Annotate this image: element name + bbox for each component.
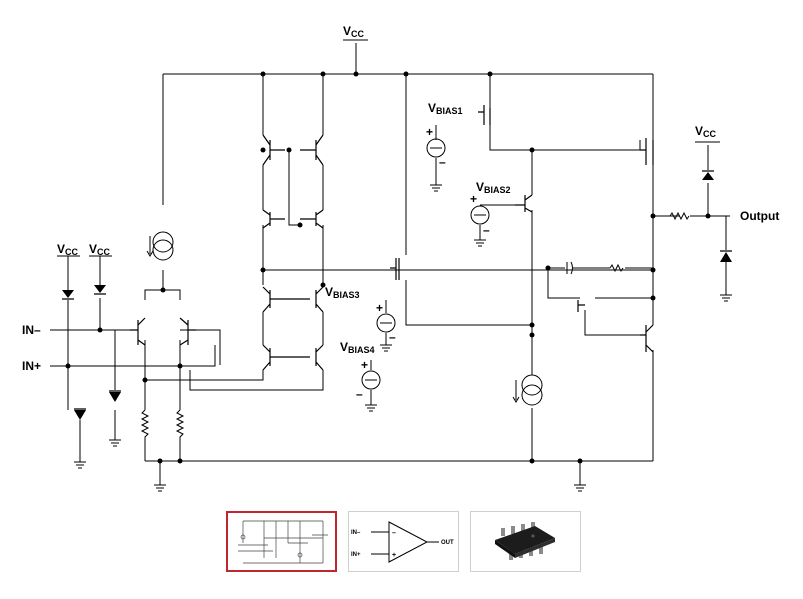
resistor-output bbox=[669, 211, 690, 221]
symbol-in-plus: IN+ bbox=[351, 552, 361, 558]
vbias2-label: VBIAS2 bbox=[476, 180, 511, 195]
vbias4-label: VBIAS4 bbox=[340, 340, 375, 355]
svg-text:+: + bbox=[392, 552, 396, 559]
vbias3-label: VBIAS3 bbox=[325, 285, 360, 300]
svg-text:–: – bbox=[392, 530, 396, 537]
diode-in-plus-gnd bbox=[109, 392, 121, 402]
diode-out-gnd bbox=[720, 252, 732, 262]
vbias2-minus: – bbox=[483, 223, 490, 237]
diode-in-minus-gnd bbox=[74, 410, 86, 420]
output-label: Output bbox=[740, 209, 779, 223]
chip-body bbox=[495, 526, 555, 554]
gnd-2 bbox=[109, 439, 121, 447]
gnd-5 bbox=[720, 294, 732, 302]
gnd-4 bbox=[574, 484, 586, 492]
diode-out-vcc bbox=[702, 172, 714, 180]
vcc-in1-label: VCC bbox=[57, 242, 79, 257]
capacitor-comp bbox=[566, 261, 573, 275]
vbias4-minus: – bbox=[356, 387, 363, 401]
vcc-in2-label: VCC bbox=[89, 242, 111, 257]
current-source-left bbox=[152, 231, 174, 253]
thumbnail-symbol[interactable]: IN– IN+ OUT – + bbox=[348, 511, 459, 572]
vbias2-source bbox=[470, 205, 490, 225]
diode-vcc-in1 bbox=[62, 290, 74, 298]
vbias1-minus: – bbox=[439, 155, 446, 169]
vcc-top-label: VCC bbox=[343, 24, 365, 39]
in-plus-label: IN+ bbox=[22, 359, 41, 373]
thumbnail-strip: IN– IN+ OUT – + bbox=[226, 511, 586, 576]
gnd-1 bbox=[74, 461, 86, 469]
schematic-diagram: VCC VCC VCC VCC IN– IN+ Output VBIAS1 VB… bbox=[22, 24, 779, 492]
resistor-comp bbox=[609, 263, 624, 273]
vbias3-plus: + bbox=[376, 301, 383, 315]
symbol-out: OUT bbox=[441, 540, 454, 546]
vbias4-plus: + bbox=[361, 358, 368, 372]
opamp-triangle bbox=[388, 521, 429, 563]
thumbnail-schematic[interactable] bbox=[226, 511, 337, 572]
vbias3-minus: – bbox=[389, 330, 396, 344]
thumbnail-package[interactable] bbox=[470, 511, 581, 572]
current-source-right bbox=[521, 374, 543, 396]
vbias1-plus: + bbox=[426, 125, 433, 139]
in-minus-label: IN– bbox=[22, 323, 41, 337]
vbias3-source bbox=[376, 313, 396, 333]
diode-vcc-in2 bbox=[94, 285, 106, 293]
resistor-left bbox=[140, 409, 150, 440]
vbias4-source bbox=[361, 370, 381, 390]
vcc-out-label: VCC bbox=[695, 124, 717, 139]
gnd-3 bbox=[154, 484, 166, 492]
vbias1-label: VBIAS1 bbox=[428, 101, 463, 116]
symbol-in-minus: IN– bbox=[351, 530, 361, 536]
resistor-right bbox=[175, 409, 185, 440]
vbias2-plus: + bbox=[470, 192, 477, 206]
vbias1-source bbox=[426, 138, 446, 158]
